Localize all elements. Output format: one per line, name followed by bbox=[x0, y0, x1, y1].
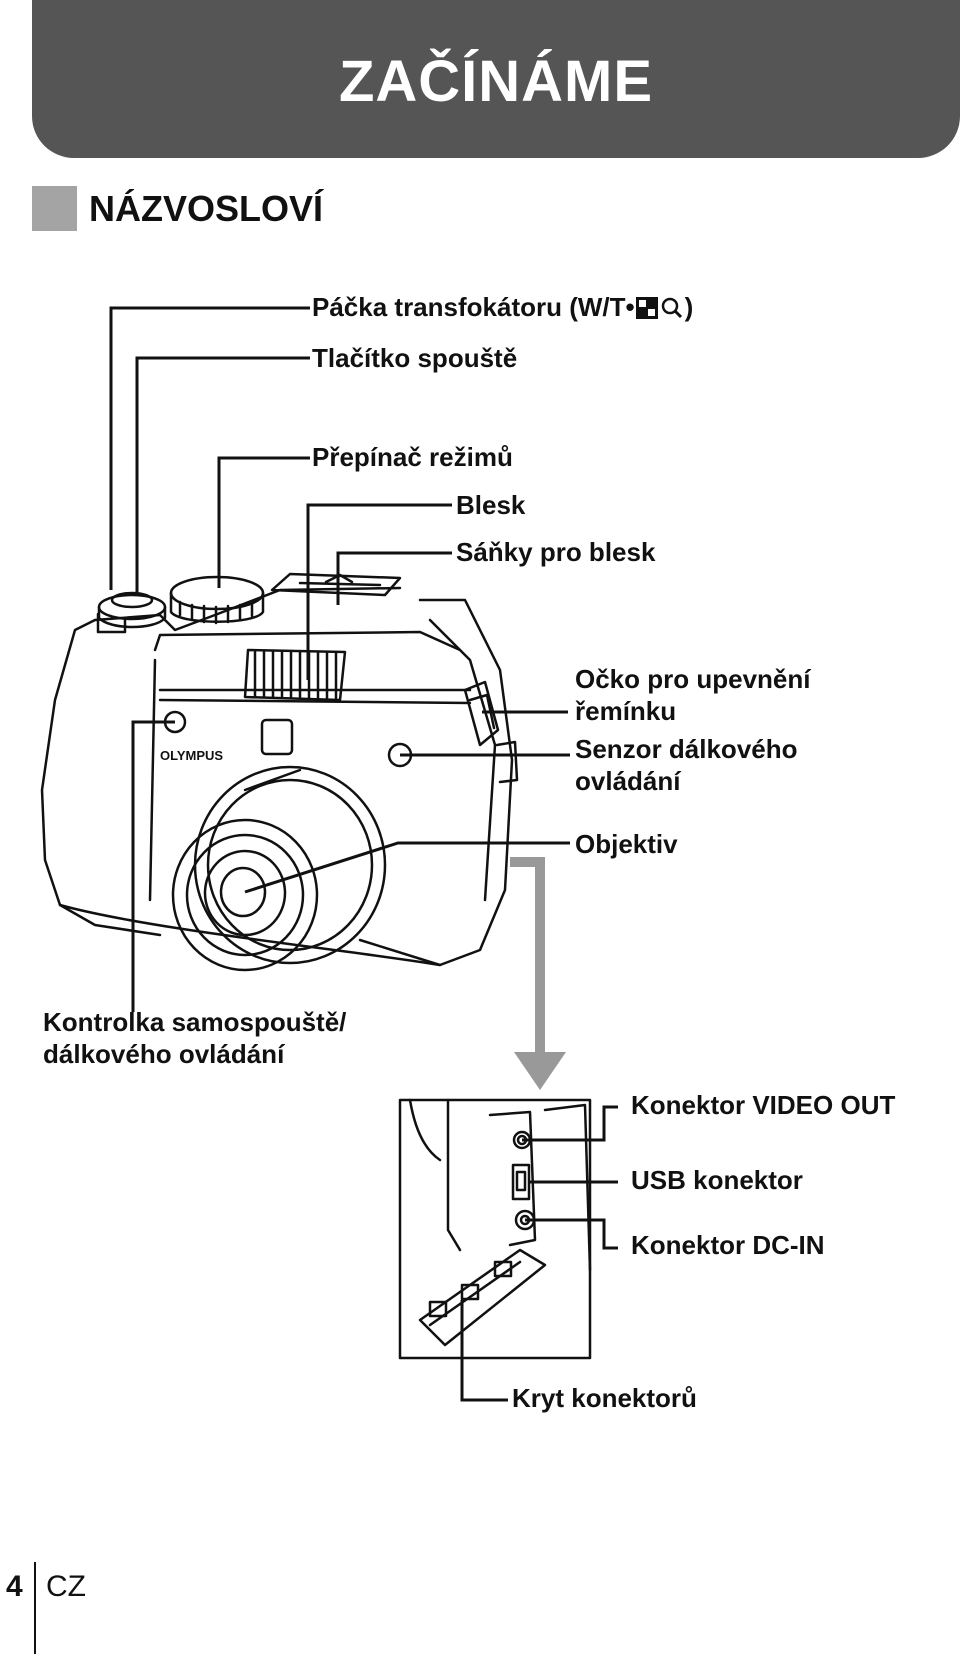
leader-flash bbox=[306, 503, 452, 680]
shutter-drawing bbox=[96, 591, 167, 634]
leader-lens bbox=[244, 841, 570, 894]
label-zoom-lever: Páčka transfokátoru (W/T•) bbox=[312, 292, 693, 327]
lens-drawing bbox=[171, 765, 387, 972]
section-marker bbox=[32, 186, 77, 231]
label-strap-eyelet-2: řemínku bbox=[575, 696, 677, 726]
leader-hot-shoe bbox=[336, 551, 452, 605]
label-lens: Objektiv bbox=[575, 829, 678, 859]
camera-body-drawing bbox=[40, 586, 514, 967]
label-hot-shoe: Sáňky pro blesk bbox=[456, 537, 656, 567]
label-zoom-lever-suffix: ) bbox=[684, 292, 694, 322]
label-connector-cover: Kryt konektorů bbox=[512, 1383, 697, 1413]
mode-dial-drawing bbox=[169, 575, 265, 625]
chapter-header: ZAČÍNÁME bbox=[32, 0, 960, 158]
gray-arrow bbox=[510, 857, 545, 1055]
label-mode-dial: Přepínač režimů bbox=[312, 442, 513, 472]
flash-drawing bbox=[243, 648, 347, 702]
label-remote-sensor-2: ovládání bbox=[575, 766, 681, 796]
leader-video-out bbox=[522, 1105, 618, 1142]
leader-shutter bbox=[135, 356, 310, 596]
label-strap-eyelet-1: Očko pro upevnění bbox=[575, 664, 811, 694]
hot-shoe-drawing bbox=[270, 572, 402, 597]
thumbnail-grid-icon bbox=[635, 297, 658, 319]
magnify-icon bbox=[661, 297, 682, 319]
label-shutter-button: Tlačítko spouště bbox=[312, 343, 518, 373]
label-self-timer-1: Kontrolka samospouště/ bbox=[43, 1007, 347, 1037]
language-code: CZ bbox=[46, 1570, 86, 1603]
label-flash: Blesk bbox=[456, 490, 526, 520]
label-usb: USB konektor bbox=[631, 1165, 803, 1195]
leader-mode-dial bbox=[217, 456, 310, 588]
leader-connector-cover bbox=[460, 1300, 508, 1402]
footer-divider bbox=[34, 1562, 36, 1654]
label-zoom-lever-text: Páčka transfokátoru (W/T• bbox=[312, 292, 635, 322]
chapter-title: ZAČÍNÁME bbox=[338, 49, 654, 114]
label-remote-sensor-1: Senzor dálkového bbox=[575, 734, 798, 764]
label-dc-in: Konektor DC-IN bbox=[631, 1230, 825, 1260]
leader-dc-in bbox=[525, 1218, 618, 1250]
section-title: NÁZVOSLOVÍ bbox=[89, 188, 324, 229]
page-number: 4 bbox=[6, 1570, 23, 1603]
side-view-drawing bbox=[408, 1098, 592, 1347]
label-video-out: Konektor VIDEO OUT bbox=[631, 1090, 896, 1120]
label-self-timer-2: dálkového ovládání bbox=[43, 1039, 285, 1069]
leader-zoom-lever bbox=[109, 306, 310, 590]
leader-self-timer bbox=[131, 720, 175, 1012]
brand-logo: OLYMPUS bbox=[160, 748, 223, 763]
